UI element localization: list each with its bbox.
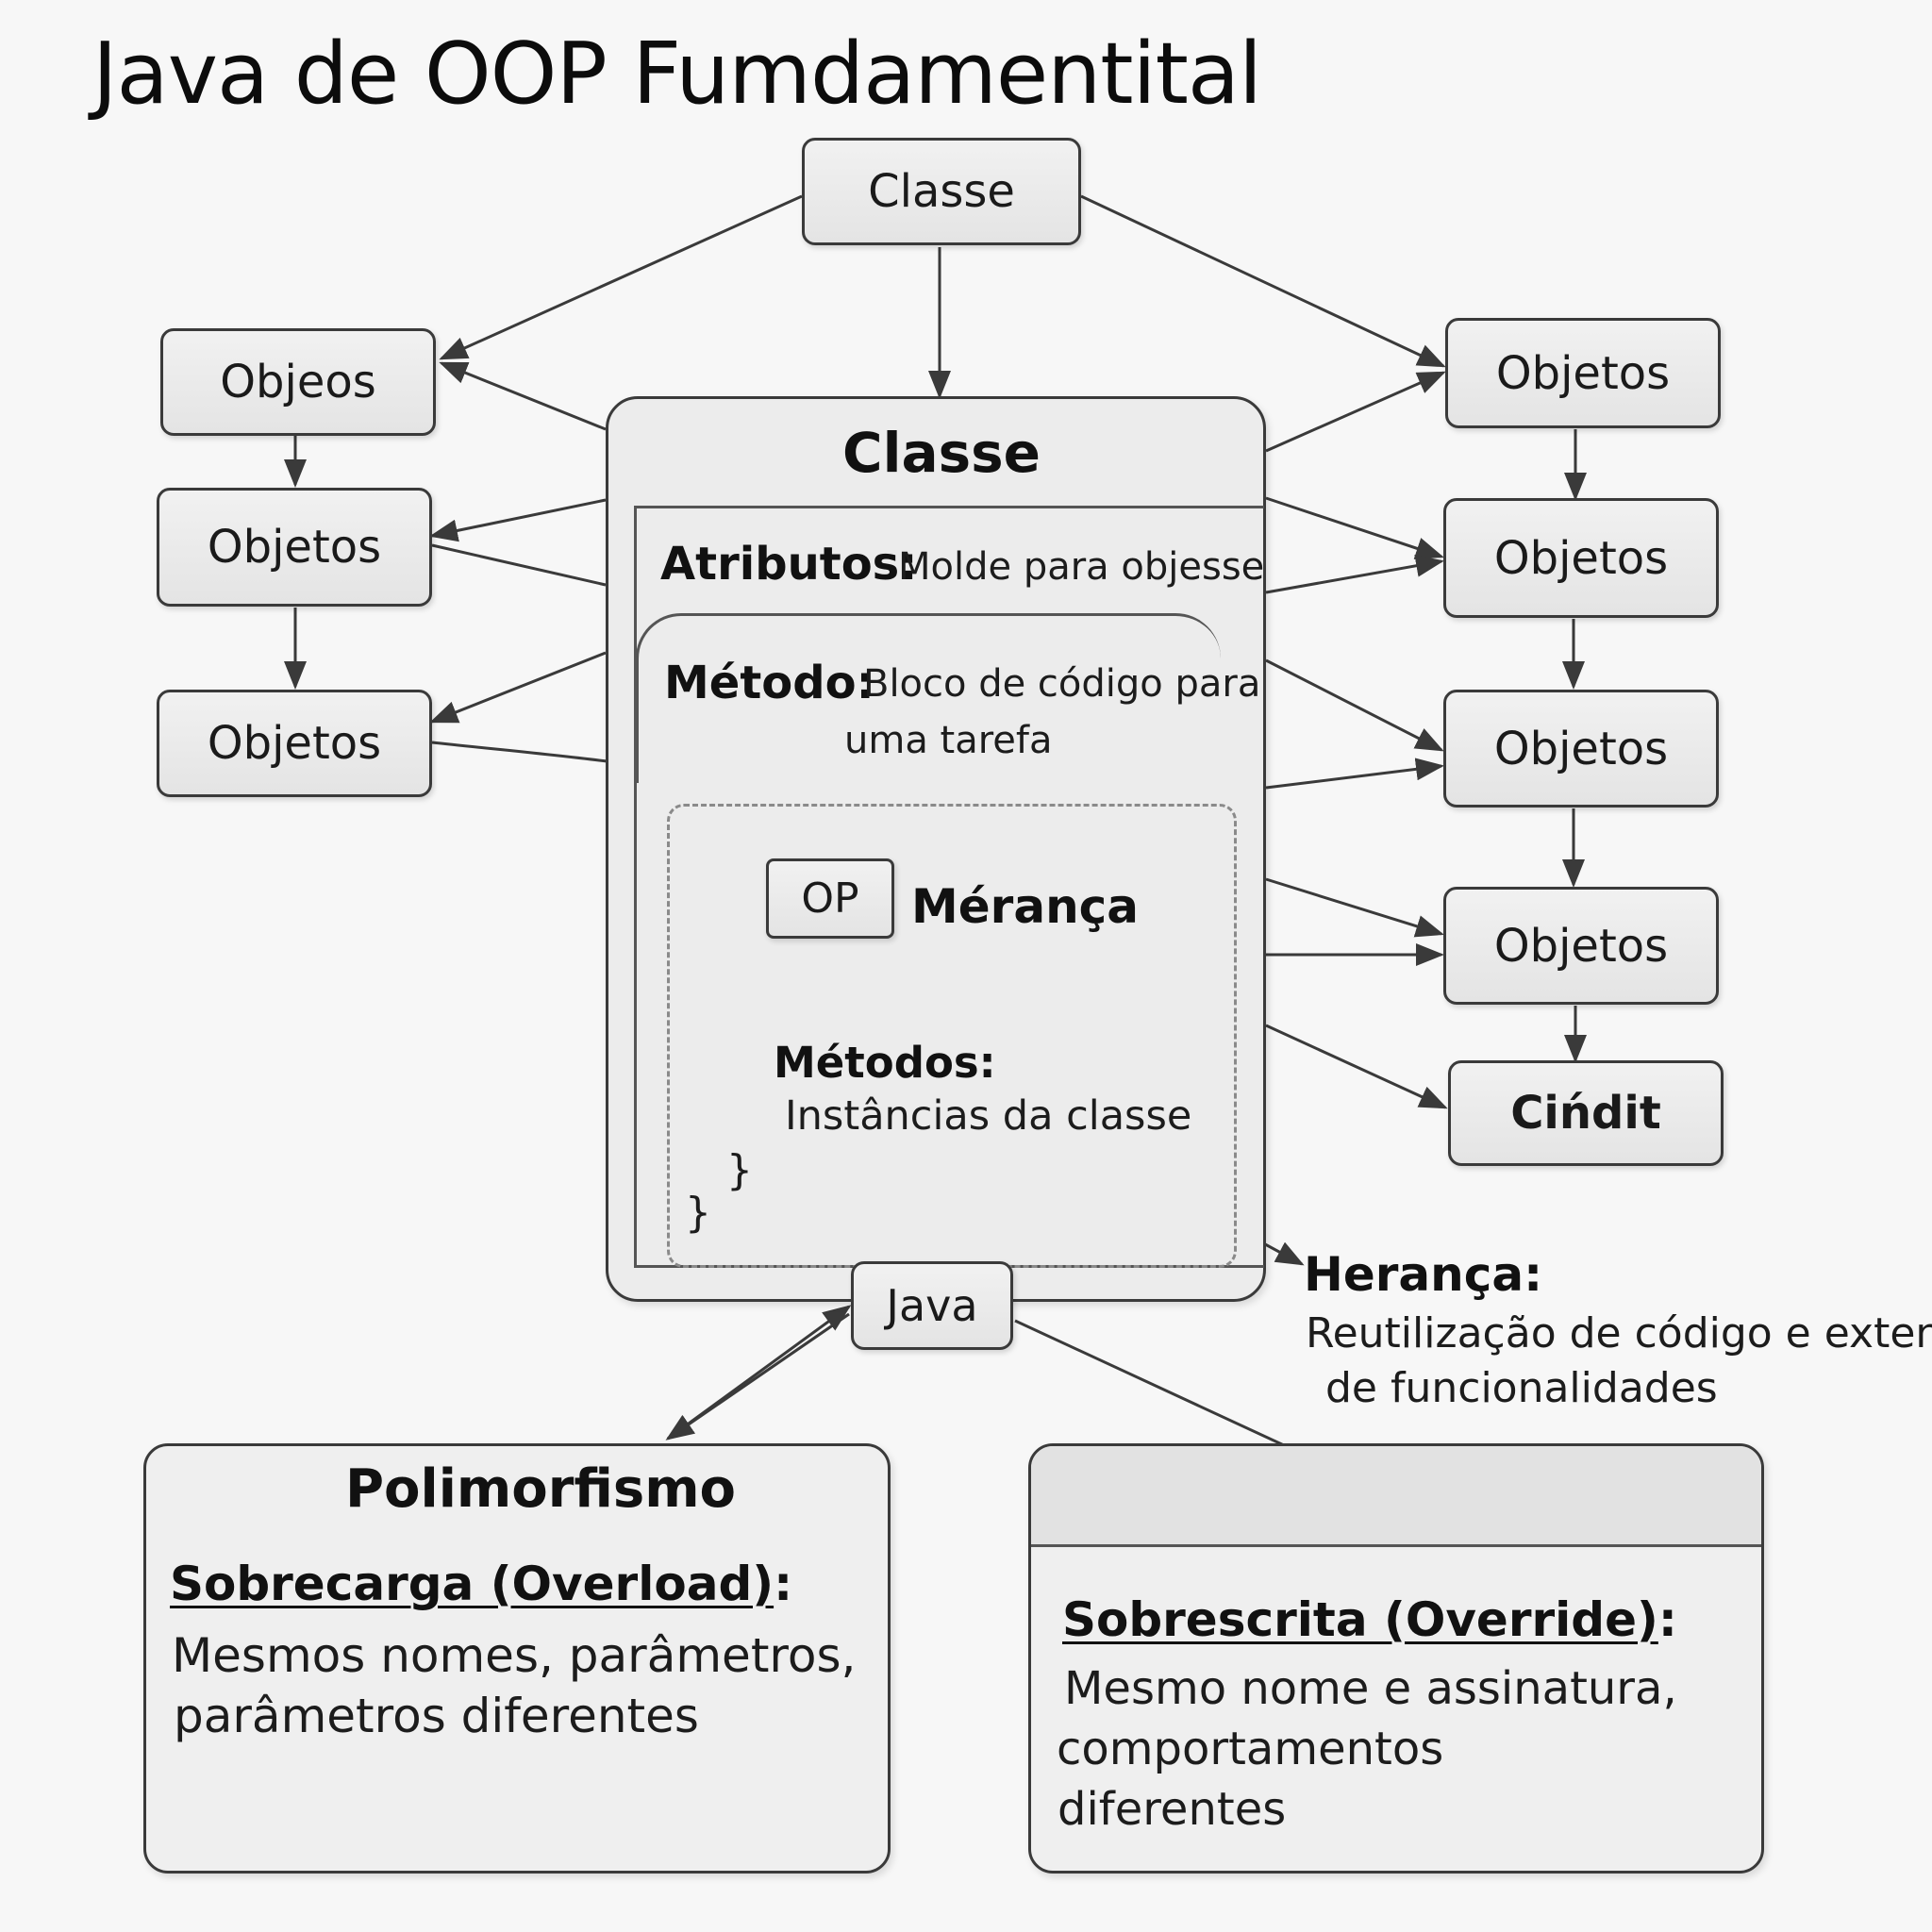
override-text-line-1: Mesmo nome e assinatura, <box>1064 1662 1677 1715</box>
heranca-text-line-2: de funcionalidades <box>1325 1364 1718 1412</box>
class-panel <box>606 396 1266 1302</box>
metodos-text: Instâncias da classe <box>785 1092 1192 1140</box>
overload-heading: Sobrecarga (Overload): <box>170 1557 792 1611</box>
top-class-box: Classe <box>802 138 1081 245</box>
overload-text-line-1: Mesmos nomes, parâmetros, <box>172 1628 857 1683</box>
right-object-box-2: Objetos <box>1443 498 1719 618</box>
override-heading-text: Sobrescrita (Override) <box>1062 1592 1658 1647</box>
polimorfismo-panel <box>143 1443 891 1874</box>
page-title: Java de OOP Fumdamentital <box>92 25 1262 124</box>
override-panel <box>1028 1443 1764 1874</box>
left-object-box-2: Objetos <box>157 488 432 607</box>
code-brace-1: } <box>726 1146 753 1194</box>
dashed-inner-area <box>667 804 1237 1268</box>
code-brace-2: } <box>685 1189 711 1237</box>
metodos-label: Métodos: <box>774 1038 996 1088</box>
polimorfismo-title: Polimorfismo <box>345 1458 737 1520</box>
override-heading-colon: : <box>1657 1592 1677 1647</box>
right-object-box-3: Objetos <box>1443 690 1719 808</box>
meranca-label: Mérança <box>911 879 1140 934</box>
overload-heading-text: Sobrecarga (Overload) <box>170 1557 774 1611</box>
op-box: OP <box>766 858 894 939</box>
heranca-label: Herança: <box>1304 1247 1543 1302</box>
atributos-label: Atributos: <box>660 538 918 591</box>
metodo-label: Método: <box>664 657 874 709</box>
override-heading: Sobrescrita (Override): <box>1062 1592 1677 1647</box>
override-text-line-2: comportamentos <box>1057 1723 1444 1775</box>
right-object-box-5: Cińdit <box>1448 1060 1724 1166</box>
left-object-box-3: Objetos <box>157 690 432 797</box>
right-object-box-1: Objetos <box>1445 318 1721 428</box>
left-object-box-1: Objeos <box>160 328 436 436</box>
java-box: Java <box>851 1261 1013 1350</box>
metodo-text-line-1: Bloco de código para <box>863 662 1261 706</box>
override-panel-header <box>1031 1446 1761 1547</box>
right-object-box-4: Objetos <box>1443 887 1719 1005</box>
override-text-line-3: diferentes <box>1058 1783 1287 1836</box>
overload-text-line-2: parâmetros diferentes <box>174 1689 699 1743</box>
heranca-text-line-1: Reutilização de código e extensão <box>1306 1309 1932 1357</box>
metodo-section-frame <box>636 613 1221 783</box>
atributos-text: Molde para objesse <box>898 545 1265 589</box>
metodo-text-line-2: uma tarefa <box>844 719 1053 762</box>
class-panel-title: Classe <box>842 421 1041 485</box>
overload-heading-colon: : <box>774 1557 793 1611</box>
